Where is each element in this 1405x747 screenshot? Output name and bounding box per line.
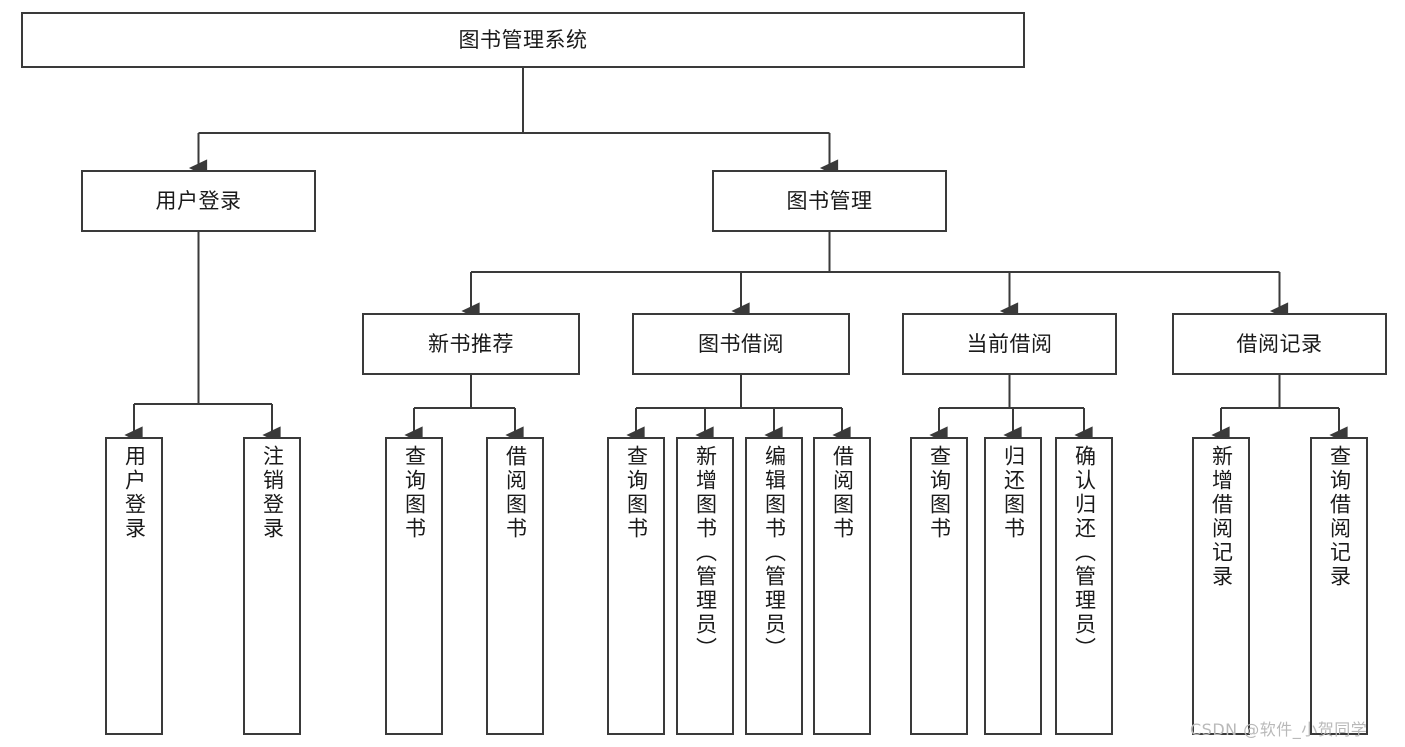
node-leaf-borrow-book-2[interactable]: 借阅图书 [813, 437, 871, 735]
node-label: 借阅记录 [1236, 331, 1323, 356]
node-leaf-user-logout[interactable]: 注销登录 [243, 437, 301, 735]
node-label: 图书借阅 [698, 331, 784, 356]
node-leaf-user-login[interactable]: 用户登录 [105, 437, 163, 735]
node-label: 查询图书 [927, 445, 952, 541]
node-leaf-confirm-return[interactable]: 确认归还（管理员） [1055, 437, 1113, 735]
watermark: CSDN @软件_小贺同学 [1190, 720, 1368, 739]
node-current-borrow[interactable]: 当前借阅 [902, 313, 1117, 375]
node-label: 借阅图书 [503, 445, 528, 541]
node-label: 查询图书 [624, 445, 649, 541]
node-label: 编辑图书（管理员） [762, 445, 787, 661]
node-label: 新增借阅记录 [1209, 445, 1234, 589]
connector-lines [124, 68, 1348, 444]
node-label: 用户登录 [155, 188, 242, 213]
node-leaf-query-book-3[interactable]: 查询图书 [910, 437, 968, 735]
node-label: 查询借阅记录 [1327, 445, 1352, 589]
node-new-book-rec[interactable]: 新书推荐 [362, 313, 580, 375]
node-root[interactable]: 图书管理系统 [21, 12, 1025, 68]
node-leaf-query-record[interactable]: 查询借阅记录 [1310, 437, 1368, 735]
node-user-login[interactable]: 用户登录 [81, 170, 316, 232]
node-label: 借阅图书 [830, 445, 855, 541]
node-book-borrow[interactable]: 图书借阅 [632, 313, 850, 375]
node-label: 新书推荐 [428, 331, 514, 356]
node-label: 注销登录 [260, 445, 285, 541]
node-book-manage[interactable]: 图书管理 [712, 170, 947, 232]
node-leaf-borrow-book-1[interactable]: 借阅图书 [486, 437, 544, 735]
node-label: 确认归还（管理员） [1072, 445, 1097, 661]
node-label: 新增图书（管理员） [693, 445, 718, 661]
node-leaf-edit-book[interactable]: 编辑图书（管理员） [745, 437, 803, 735]
node-leaf-add-record[interactable]: 新增借阅记录 [1192, 437, 1250, 735]
node-leaf-query-book-2[interactable]: 查询图书 [607, 437, 665, 735]
node-label: 归还图书 [1001, 445, 1026, 541]
node-leaf-return-book[interactable]: 归还图书 [984, 437, 1042, 735]
node-borrow-record[interactable]: 借阅记录 [1172, 313, 1387, 375]
node-leaf-query-book-1[interactable]: 查询图书 [385, 437, 443, 735]
node-label: 当前借阅 [966, 331, 1053, 356]
node-leaf-add-book[interactable]: 新增图书（管理员） [676, 437, 734, 735]
node-label: 用户登录 [122, 445, 147, 541]
node-label: 图书管理系统 [458, 27, 588, 52]
node-label: 查询图书 [402, 445, 427, 541]
node-label: 图书管理 [786, 188, 873, 213]
